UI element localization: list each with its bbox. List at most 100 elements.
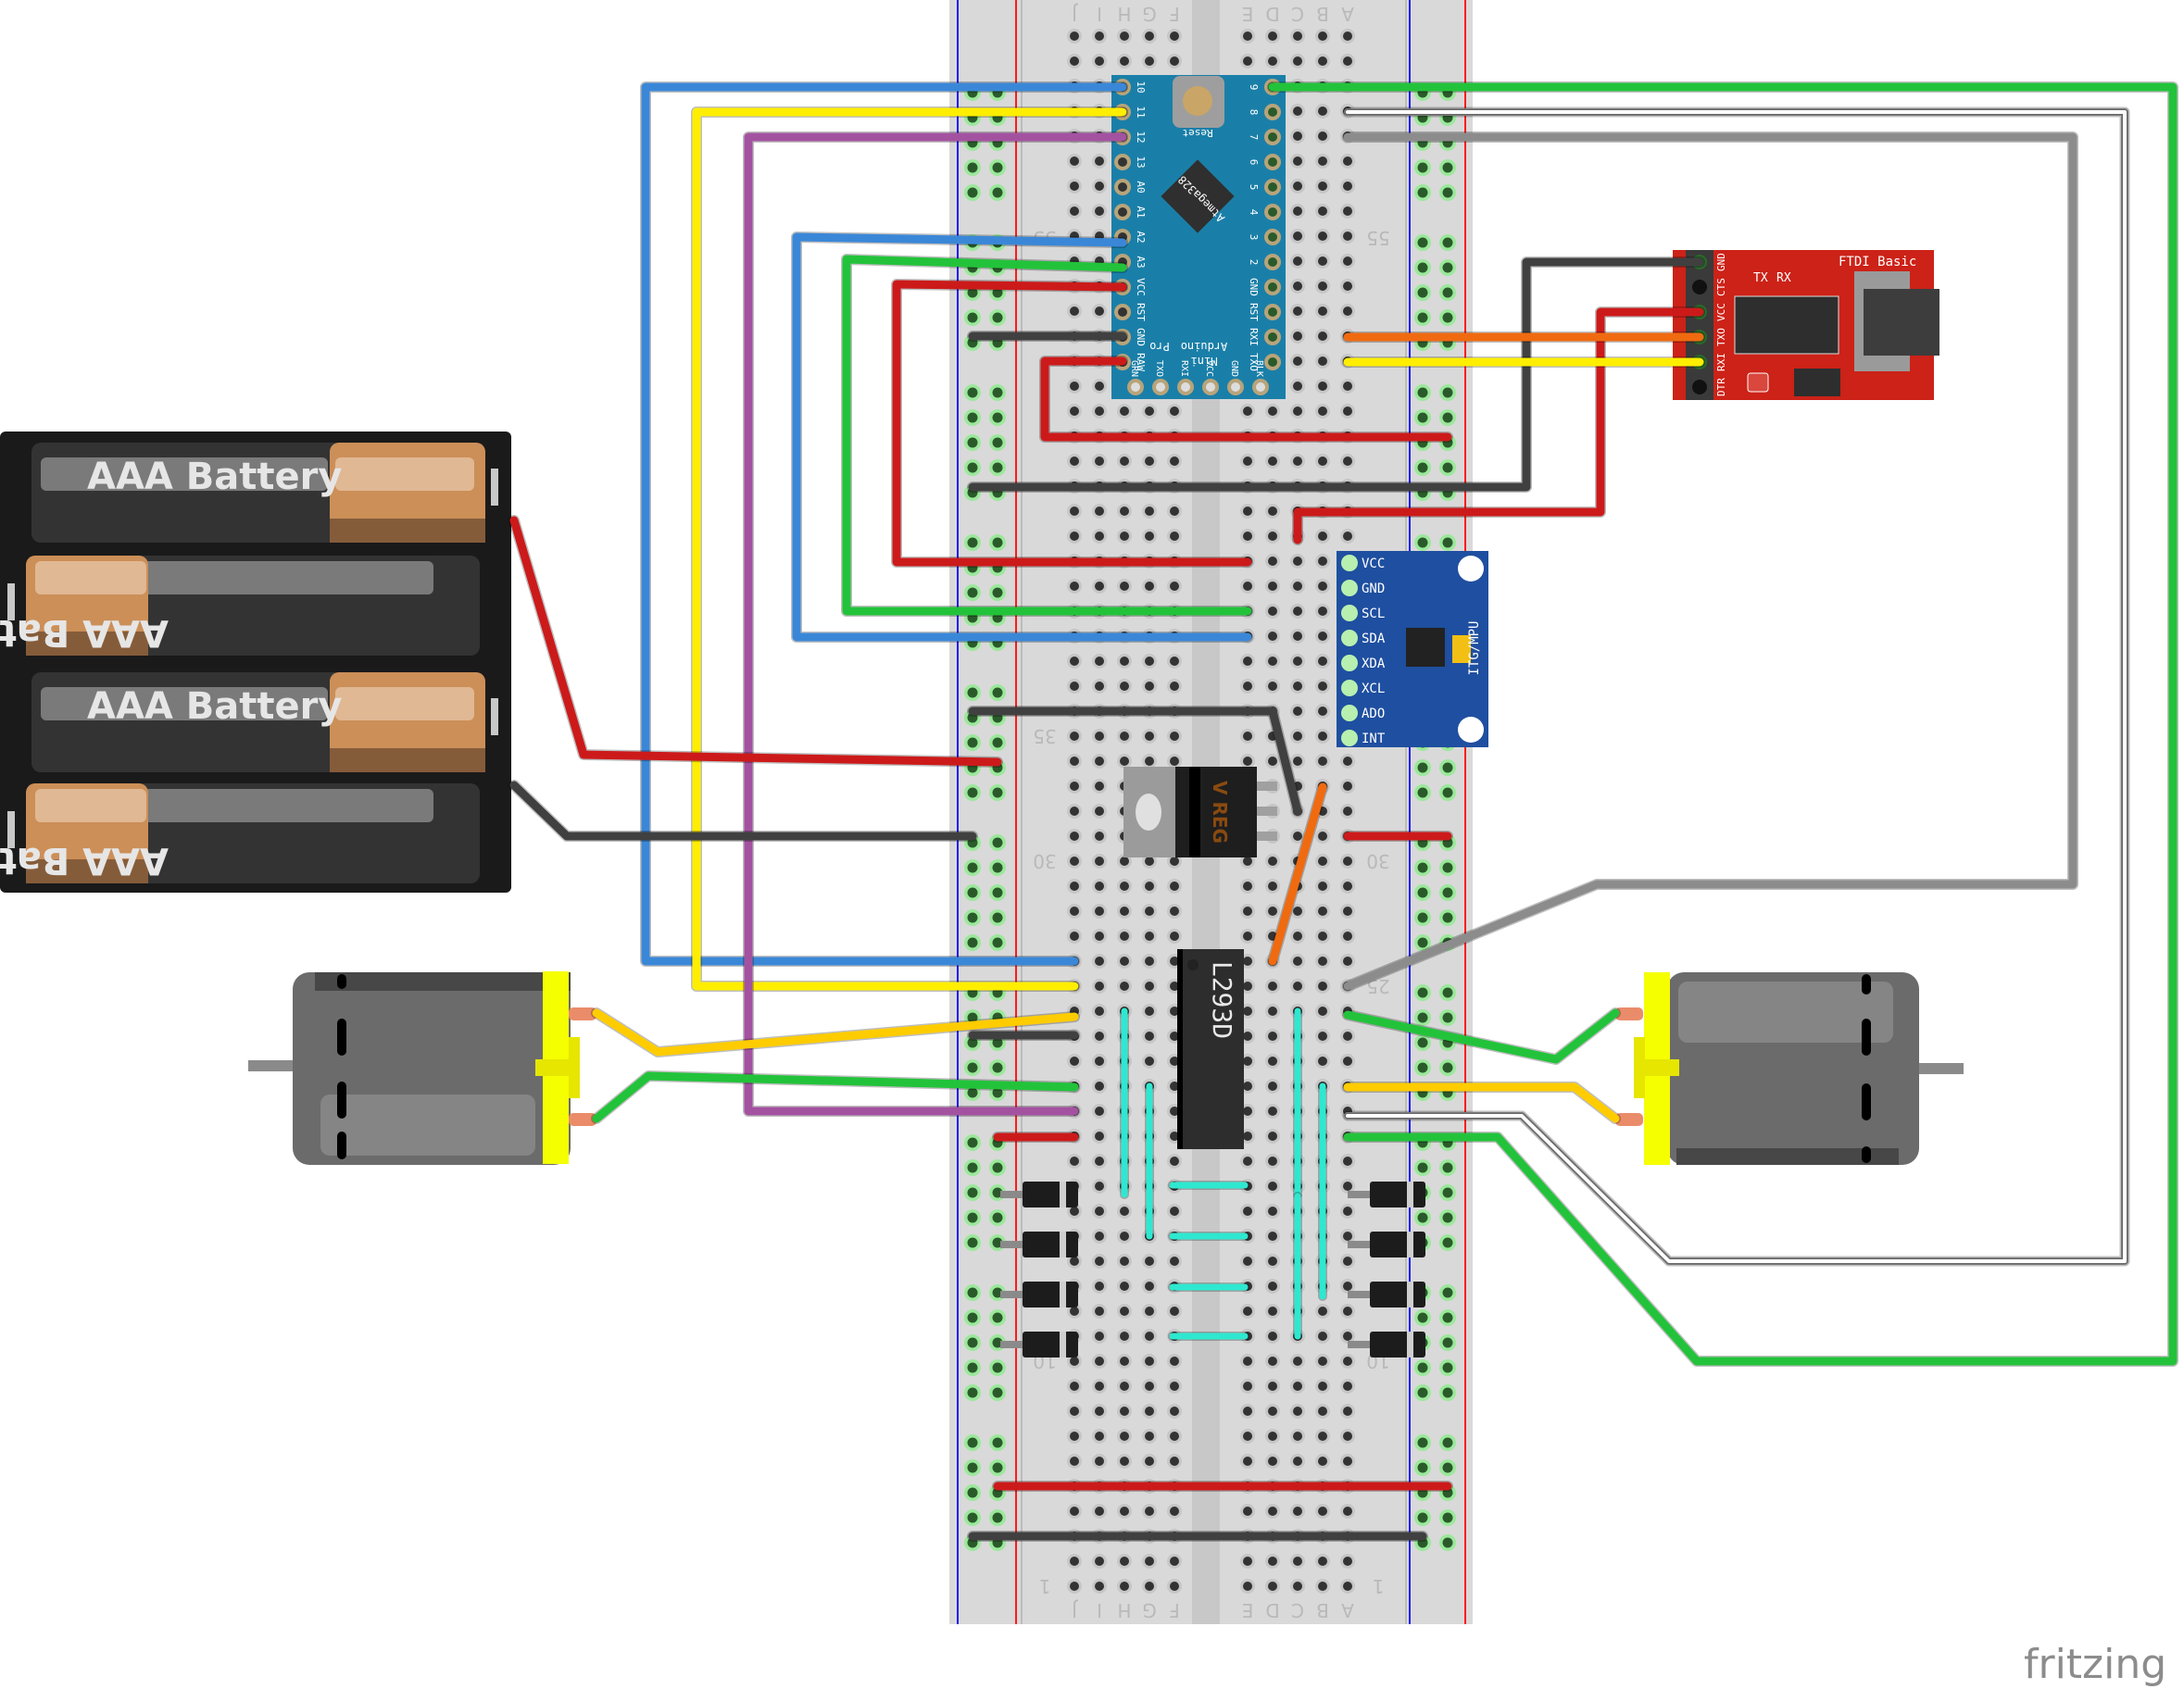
pin-label: SCL xyxy=(1362,607,1385,621)
hole xyxy=(1318,231,1327,241)
hole xyxy=(1343,31,1352,41)
hole xyxy=(1170,682,1179,691)
hole xyxy=(1268,407,1277,416)
hole xyxy=(1318,1507,1327,1516)
arduino-pin-hole xyxy=(1268,232,1277,242)
pin-label: VCC xyxy=(1135,278,1147,296)
hole xyxy=(1318,1357,1327,1366)
rail-hole xyxy=(1417,862,1428,873)
rail-hole xyxy=(1442,287,1453,298)
col-label: D xyxy=(1265,1599,1279,1621)
rail-hole xyxy=(967,1312,978,1323)
hole xyxy=(1243,1107,1252,1116)
hole xyxy=(1095,1182,1104,1191)
hole xyxy=(1318,31,1327,41)
dc-motor-left[interactable] xyxy=(248,971,596,1165)
hole xyxy=(1095,732,1104,741)
hole xyxy=(1343,932,1352,941)
hole xyxy=(1268,1257,1277,1266)
arduino-pin-hole xyxy=(1156,382,1165,392)
hole xyxy=(1120,957,1129,966)
hole xyxy=(1120,1432,1129,1441)
hole xyxy=(1095,1232,1104,1241)
rail-hole xyxy=(992,1087,1003,1098)
diode-band xyxy=(1060,1232,1066,1257)
hole xyxy=(1170,982,1179,991)
hole xyxy=(1095,1207,1104,1216)
rail-hole xyxy=(967,1212,978,1223)
hole xyxy=(1145,857,1154,866)
hole xyxy=(1095,582,1104,591)
pin-label: A2 xyxy=(1135,231,1147,243)
hole xyxy=(1145,407,1154,416)
pin-label: 13 xyxy=(1135,156,1147,168)
col-label: H xyxy=(1117,3,1131,25)
hole xyxy=(1243,1132,1252,1141)
wire-red-battery xyxy=(509,516,1002,767)
hole xyxy=(1318,907,1327,916)
hole xyxy=(1095,1007,1104,1016)
hole xyxy=(1318,256,1327,266)
hole xyxy=(1170,56,1179,66)
hole xyxy=(1170,1207,1179,1216)
voltage-regulator[interactable]: V REG xyxy=(1123,767,1277,857)
hole xyxy=(1293,707,1302,716)
arduino-pin-hole xyxy=(1268,357,1277,367)
diodes xyxy=(1000,1182,1425,1357)
hole xyxy=(1268,1057,1277,1066)
rail-hole xyxy=(992,287,1003,298)
arduino-pro-mini[interactable]: Reset Atmega328 Arduino Pro Mini 1011121… xyxy=(1111,75,1286,399)
hole xyxy=(1243,857,1252,866)
hole xyxy=(1243,1307,1252,1316)
wire-white-d8-core xyxy=(1346,110,2127,1263)
arduino-pin-hole xyxy=(1131,382,1140,392)
wire-black-battery xyxy=(509,781,977,841)
row-label: 30 xyxy=(1366,850,1389,872)
rail-hole xyxy=(1417,537,1428,548)
hole xyxy=(1318,1332,1327,1341)
hole xyxy=(1343,1282,1352,1291)
hole xyxy=(1293,682,1302,691)
col-label: B xyxy=(1316,1599,1329,1621)
col-label: J xyxy=(1072,3,1079,25)
hole xyxy=(1293,1432,1302,1441)
mpu-pin xyxy=(1341,680,1358,696)
l293d-chip[interactable]: L293D xyxy=(1177,949,1244,1149)
battery-cell: AAA Battery xyxy=(0,556,480,656)
hole xyxy=(1243,1007,1252,1016)
mpu-pin xyxy=(1341,630,1358,646)
hole xyxy=(1293,256,1302,266)
hole xyxy=(1170,957,1179,966)
rail-hole xyxy=(967,1512,978,1523)
rail-hole xyxy=(967,1187,978,1198)
hole xyxy=(1343,907,1352,916)
hole xyxy=(1120,1507,1129,1516)
rail-hole xyxy=(992,837,1003,848)
col-label: E xyxy=(1242,1599,1254,1621)
hole xyxy=(1343,1432,1352,1441)
pin-label: SDA xyxy=(1362,632,1386,646)
hole xyxy=(1268,1157,1277,1166)
hole xyxy=(1243,1057,1252,1066)
pin-label: BLK xyxy=(1254,360,1264,377)
hole xyxy=(1318,932,1327,941)
rail-hole xyxy=(1442,387,1453,398)
rail-hole xyxy=(967,287,978,298)
col-label: E xyxy=(1242,3,1254,25)
battery-pack[interactable]: AAA Battery AAA Battery AAA Battery AAA … xyxy=(0,432,511,893)
hole xyxy=(1268,1332,1277,1341)
hole xyxy=(1243,757,1252,766)
hole xyxy=(1318,632,1327,641)
hole xyxy=(1120,932,1129,941)
hole xyxy=(1095,1157,1104,1166)
dc-motor-right[interactable] xyxy=(1615,972,1964,1165)
arduino-pin-hole xyxy=(1181,382,1190,392)
hole xyxy=(1095,507,1104,516)
hole xyxy=(1145,582,1154,591)
hole xyxy=(1070,56,1079,66)
hole xyxy=(1268,557,1277,566)
hole xyxy=(1293,357,1302,366)
hole xyxy=(1145,507,1154,516)
